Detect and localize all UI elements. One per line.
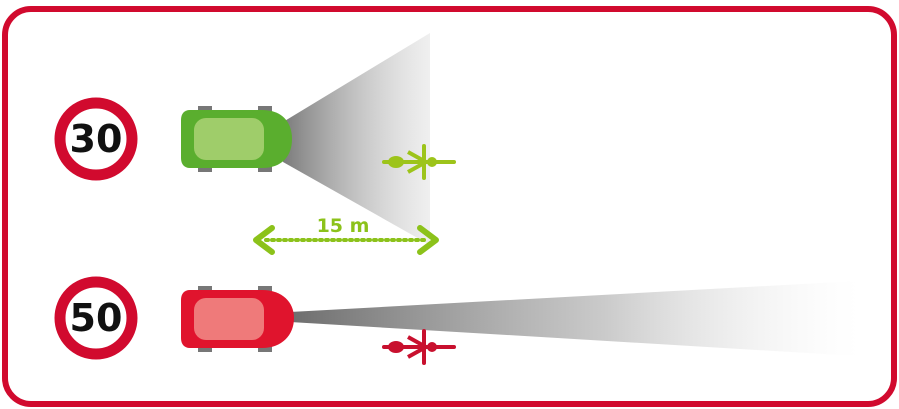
- distance-label: 15 m: [317, 215, 370, 237]
- speed-limit-value-top: 30: [70, 117, 123, 161]
- car-icon-slow: [181, 106, 292, 172]
- cyclist-icon-fast: [384, 331, 454, 363]
- headlight-beam-top: [283, 33, 430, 245]
- headlight-beam-bottom: [290, 281, 858, 356]
- speed-limit-value-bottom: 50: [70, 296, 123, 340]
- speed-limit-sign-bottom: 50: [60, 282, 132, 354]
- speed-limit-sign-top: 30: [60, 103, 132, 175]
- car-icon-fast: [181, 286, 294, 352]
